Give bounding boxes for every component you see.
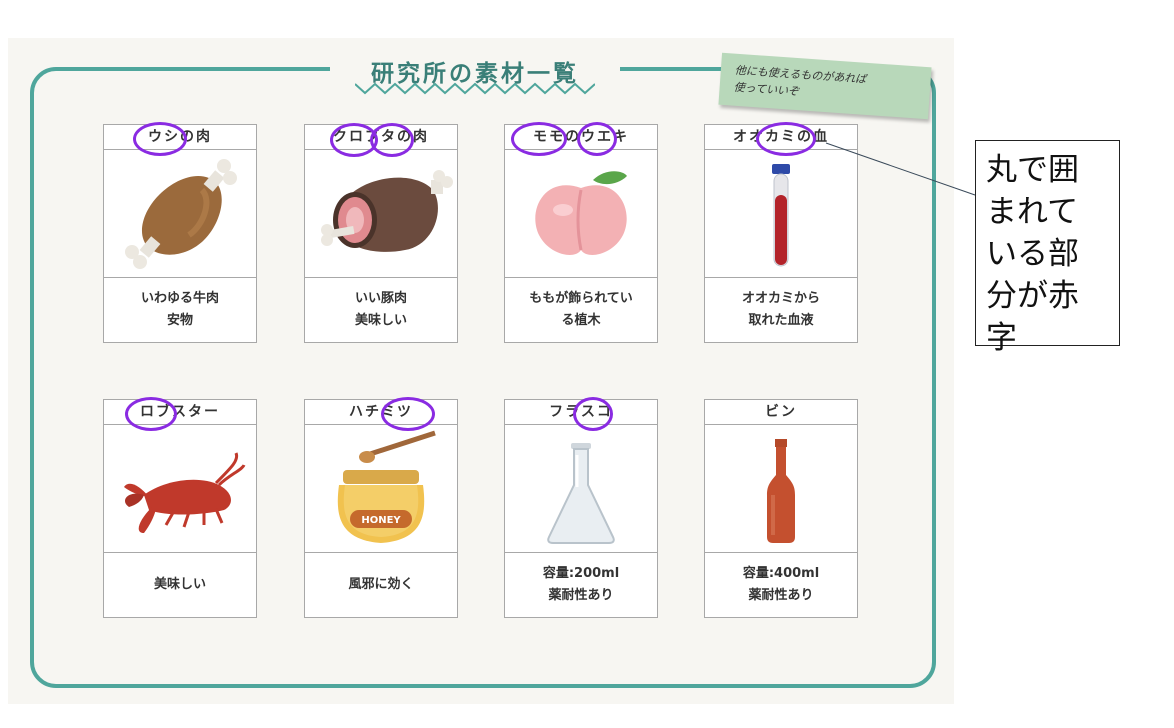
title-wave-decoration (355, 82, 595, 95)
blood-vial-icon (772, 164, 790, 267)
card-cow-meat[interactable]: ウシの肉 いわゆる牛肉 安物 (103, 124, 257, 343)
card-desc-line-1: オオカミから (741, 291, 820, 306)
card-description: 容量:400ml 薬耐性あり (705, 552, 857, 617)
highlight-circle (756, 122, 816, 156)
peach-icon (535, 171, 627, 255)
title-background (330, 52, 620, 102)
card-lobster[interactable]: ロブスター 美味しい (103, 399, 257, 618)
flask-icon (547, 443, 615, 544)
card-description: 容量:200ml 薬耐性あり (505, 552, 657, 617)
lobster-icon (124, 452, 246, 533)
card-desc-line-1: いわゆる牛肉 (140, 291, 219, 306)
pork-icon (321, 170, 453, 252)
highlight-circle (133, 122, 187, 156)
card-honey[interactable]: ハチミツ HONEY 風邪に効く (304, 399, 458, 618)
card-description: 美味しい (104, 552, 256, 617)
card-desc-line-2: 美味しい (354, 313, 407, 328)
callout-box: 丸で囲まれている部分が赤字 (975, 140, 1120, 356)
card-description: いい豚肉 美味しい (305, 277, 457, 342)
card-description: 風邪に効く (305, 552, 457, 617)
highlight-circle (577, 122, 617, 156)
card-description: いわゆる牛肉 安物 (104, 277, 256, 342)
card-desc-line-2: 取れた血液 (748, 313, 814, 328)
card-name: ビン (705, 400, 857, 425)
highlight-circle (370, 123, 414, 157)
highlight-circle (381, 397, 435, 431)
card-desc-line-2: 薬耐性あり (548, 588, 614, 603)
card-desc-line-1: 風邪に効く (348, 577, 414, 592)
card-desc-line-1: 容量:200ml (542, 566, 620, 581)
card-desc-line-1: いい豚肉 (354, 291, 407, 306)
card-description: ももが飾られてい る植木 (505, 277, 657, 342)
highlight-circle (511, 122, 567, 156)
card-desc-line-2: 薬耐性あり (748, 588, 814, 603)
card-description: オオカミから 取れた血液 (705, 277, 857, 342)
card-desc-line-2: 安物 (166, 313, 193, 328)
bottle-icon (767, 439, 795, 543)
card-wolf-blood[interactable]: オオカミの血 オオカミから 取れた血液 (704, 124, 858, 343)
card-desc-line-1: 美味しい (153, 577, 206, 592)
honey-jar-icon: HONEY (337, 430, 436, 543)
card-flask[interactable]: フラスコ 容量:200ml 薬耐性あり (504, 399, 658, 618)
card-desc-line-2: る植木 (561, 313, 601, 328)
card-bottle[interactable]: ビン 容量:400ml 薬耐性あり (704, 399, 858, 618)
card-desc-line-1: 容量:400ml (742, 566, 820, 581)
page-title: 研究所の素材一覧 (371, 61, 579, 87)
highlight-circle (573, 397, 613, 431)
card-desc-line-1: ももが飾られてい (529, 291, 633, 306)
card-peach-plant[interactable]: モモのウエキ ももが飾られてい る植木 (504, 124, 658, 343)
honey-label-text: HONEY (361, 515, 401, 526)
highlight-circle (125, 397, 177, 431)
meat-icon (125, 159, 237, 269)
